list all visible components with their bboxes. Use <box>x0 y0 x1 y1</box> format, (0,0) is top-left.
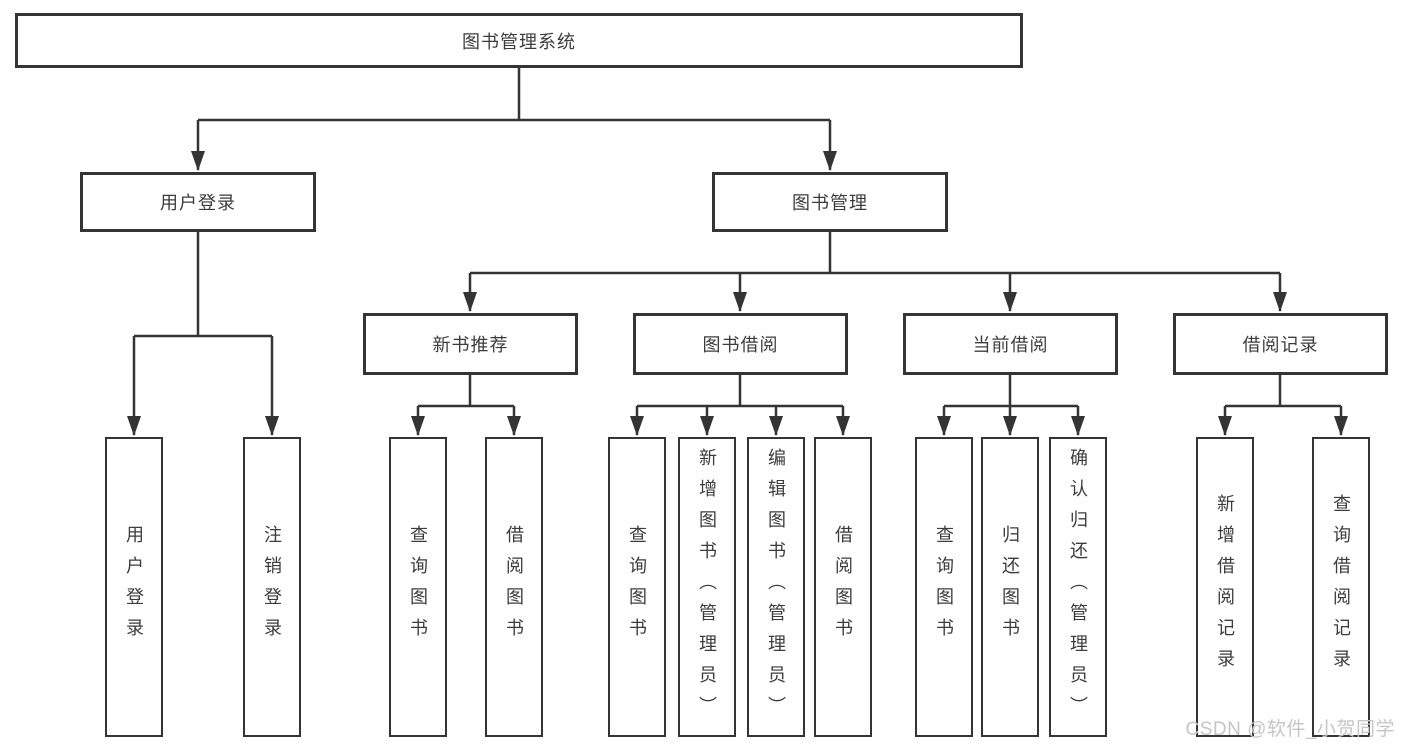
leaf-cb-confirm-return-admin-label: 确认归还（管理员） <box>1068 447 1088 727</box>
leaf-cb-confirm-return-admin: 确认归还（管理员） <box>1049 437 1107 737</box>
node-current-borrow-label: 当前借阅 <box>972 335 1049 355</box>
node-book-management-label: 图书管理 <box>792 193 868 213</box>
leaf-bb-edit-book-admin-label: 编辑图书（管理员） <box>766 447 786 727</box>
leaf-bb-add-book-admin-label: 新增图书（管理员） <box>697 447 717 727</box>
leaf-cb-query-books: 查询图书 <box>915 437 973 737</box>
leaf-bb-query-books: 查询图书 <box>608 437 666 737</box>
leaf-nb-borrow-books-label: 借阅图书 <box>504 525 524 649</box>
leaf-cb-return-books: 归还图书 <box>981 437 1039 737</box>
leaf-cb-return-books-label: 归还图书 <box>1000 525 1020 649</box>
leaf-nb-query-books-label: 查询图书 <box>408 525 428 649</box>
leaf-nb-borrow-books: 借阅图书 <box>485 437 543 737</box>
node-user-login: 用户登录 <box>80 172 316 232</box>
node-root-label: 图书管理系统 <box>462 31 576 52</box>
leaf-nb-query-books: 查询图书 <box>389 437 447 737</box>
watermark: CSDN @软件_小贺同学 <box>1185 719 1395 740</box>
leaf-logout-label: 注销登录 <box>262 525 282 649</box>
leaf-br-add-record: 新增借阅记录 <box>1196 437 1254 737</box>
node-current-borrow: 当前借阅 <box>903 313 1118 375</box>
node-new-book-recommend: 新书推荐 <box>363 313 578 375</box>
leaf-br-query-record: 查询借阅记录 <box>1312 437 1370 737</box>
node-borrow-record-label: 借阅记录 <box>1242 335 1319 355</box>
leaf-bb-add-book-admin: 新增图书（管理员） <box>678 437 736 737</box>
leaf-bb-query-books-label: 查询图书 <box>627 525 647 649</box>
leaf-bb-borrow-books-label: 借阅图书 <box>833 525 853 649</box>
node-root-system: 图书管理系统 <box>15 13 1023 68</box>
leaf-user-login-label: 用户登录 <box>124 525 144 649</box>
node-book-borrow: 图书借阅 <box>633 313 848 375</box>
node-user-login-label: 用户登录 <box>160 193 236 213</box>
leaf-br-add-record-label: 新增借阅记录 <box>1215 494 1235 680</box>
leaf-logout: 注销登录 <box>243 437 301 737</box>
node-book-management: 图书管理 <box>712 172 948 232</box>
leaf-cb-query-books-label: 查询图书 <box>934 525 954 649</box>
leaf-br-query-record-label: 查询借阅记录 <box>1331 494 1351 680</box>
node-new-book-recommend-label: 新书推荐 <box>432 335 509 355</box>
node-book-borrow-label: 图书借阅 <box>702 335 779 355</box>
leaf-bb-borrow-books: 借阅图书 <box>814 437 872 737</box>
leaf-bb-edit-book-admin: 编辑图书（管理员） <box>747 437 805 737</box>
node-borrow-record: 借阅记录 <box>1173 313 1388 375</box>
leaf-user-login: 用户登录 <box>105 437 163 737</box>
